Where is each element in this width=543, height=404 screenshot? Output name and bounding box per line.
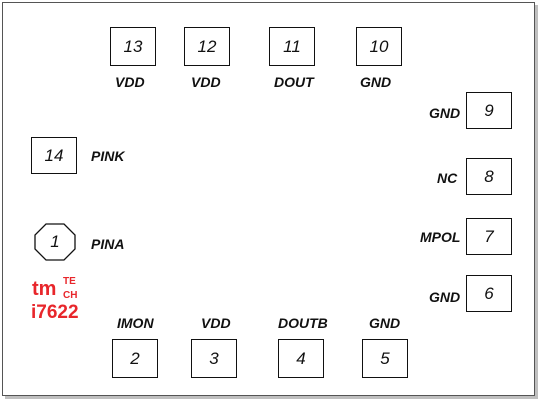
package-outline xyxy=(2,2,535,396)
pin-9-pad: 9 xyxy=(466,92,512,129)
pin-12-label: VDD xyxy=(191,74,221,90)
pin-7-pad: 7 xyxy=(466,218,512,255)
pin-11-pad: 11 xyxy=(269,27,315,66)
pin-10-pad: 10 xyxy=(356,27,402,66)
logo-te: TE xyxy=(63,276,76,287)
pin-5-label: GND xyxy=(369,315,401,331)
model-number: i7622 xyxy=(31,302,79,323)
pin-6-pad: 6 xyxy=(466,275,512,312)
pin-13-pad: 13 xyxy=(110,27,156,66)
octagon-icon xyxy=(34,223,76,261)
pin-1-label: PINA xyxy=(91,236,125,252)
pin-4-label: DOUTB xyxy=(278,315,328,331)
pin-4-pad: 4 xyxy=(278,339,324,378)
pin-9-label: GND xyxy=(429,105,461,121)
pin-6-label: GND xyxy=(429,289,461,305)
logo-ch: CH xyxy=(63,290,78,301)
pin-1-octagon-pad: 1 xyxy=(33,222,77,262)
pin-3-label: VDD xyxy=(201,315,231,331)
pin-13-label: VDD xyxy=(115,74,145,90)
logo-tm: tm xyxy=(32,278,57,300)
pin-1-number: 1 xyxy=(50,232,60,251)
pin-8-pad: 8 xyxy=(466,158,512,195)
pin-10-label: GND xyxy=(360,74,392,90)
pin-7-label: MPOL xyxy=(420,229,461,245)
pin-8-label: NC xyxy=(437,170,458,186)
pin-2-pad: 2 xyxy=(112,339,158,378)
pin-14-pad: 14 xyxy=(31,137,77,174)
pin-11-label: DOUT xyxy=(274,74,314,90)
pin-12-pad: 12 xyxy=(184,27,230,66)
pin-5-pad: 5 xyxy=(362,339,408,378)
pin-14-label: PINK xyxy=(91,148,125,164)
pin-3-pad: 3 xyxy=(191,339,237,378)
pin-2-label: IMON xyxy=(117,315,154,331)
